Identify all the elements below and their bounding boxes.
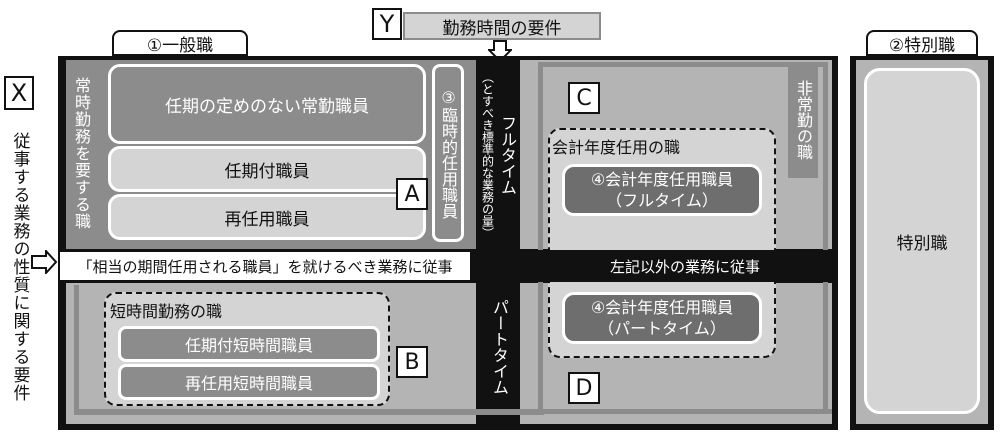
band-right-label: 左記以外の業務に従事 <box>609 257 760 276</box>
ninkitsuki-tanjikan-box: 任期付短時間職員 <box>118 326 380 362</box>
hijokin-label: 非常勤の職 <box>788 62 818 178</box>
ninki-nashi-box: 任期の定めのない常勤職員 <box>108 64 426 144</box>
fulltime-column: フルタイム （とすべき標準的な業務の量） <box>478 62 518 248</box>
kaikei-parttime-line2: （パートタイム） <box>598 319 726 338</box>
jokin-label: 常時勤務を要する職 <box>72 76 91 230</box>
kaikei-title: 会計年度任用の職 <box>552 138 681 157</box>
kaikei-fulltime-line2: （フルタイム） <box>606 191 718 210</box>
y-arrow-icon <box>488 40 512 62</box>
quadrant-a-letter: A <box>396 178 428 210</box>
tanjikan-title: 短時間勤務の職 <box>110 302 223 321</box>
quadrant-c-letter: C <box>568 82 600 114</box>
sainin-tanjikan-box: 再任用短時間職員 <box>118 364 380 400</box>
band-left-label: 「相当の期間任用される職員」を就けるべき業務に従事 <box>60 252 470 280</box>
kaikei-parttime-box: ④会計年度任用職員 （パートタイム） <box>562 292 762 344</box>
quadrant-d-letter: D <box>568 372 600 404</box>
x-arrow-icon <box>31 250 58 274</box>
y-axis-label: 勤務時間の要件 <box>403 12 601 40</box>
tokubetsu-tab: ②特別職 <box>866 30 978 56</box>
ninkitsuki-box: 任期付職員 <box>108 146 426 192</box>
kaikei-parttime-line1: ④会計年度任用職員 <box>590 298 734 317</box>
fulltime-label: フルタイム <box>498 115 517 195</box>
sainin-box: 再任用職員 <box>108 194 426 240</box>
rinji-box: ③臨時的任用職員 <box>432 64 464 242</box>
tokubetsu-box: 特別職 <box>864 68 980 414</box>
y-axis-letter: Y <box>372 8 402 40</box>
kaikei-fulltime-line1: ④会計年度任用職員 <box>590 170 734 189</box>
ippan-tab: ①一般職 <box>112 30 248 56</box>
kaikei-fulltime-box: ④会計年度任用職員 （フルタイム） <box>562 164 762 216</box>
quadrant-b-letter: B <box>396 346 428 378</box>
x-axis-label: 従事する業務の性質に関する要件 <box>9 132 30 402</box>
parttime-label: パートタイム <box>490 299 509 395</box>
x-axis-letter: X <box>4 76 34 110</box>
fulltime-sub-label: （とすべき標準的な業務の量） <box>480 71 495 239</box>
